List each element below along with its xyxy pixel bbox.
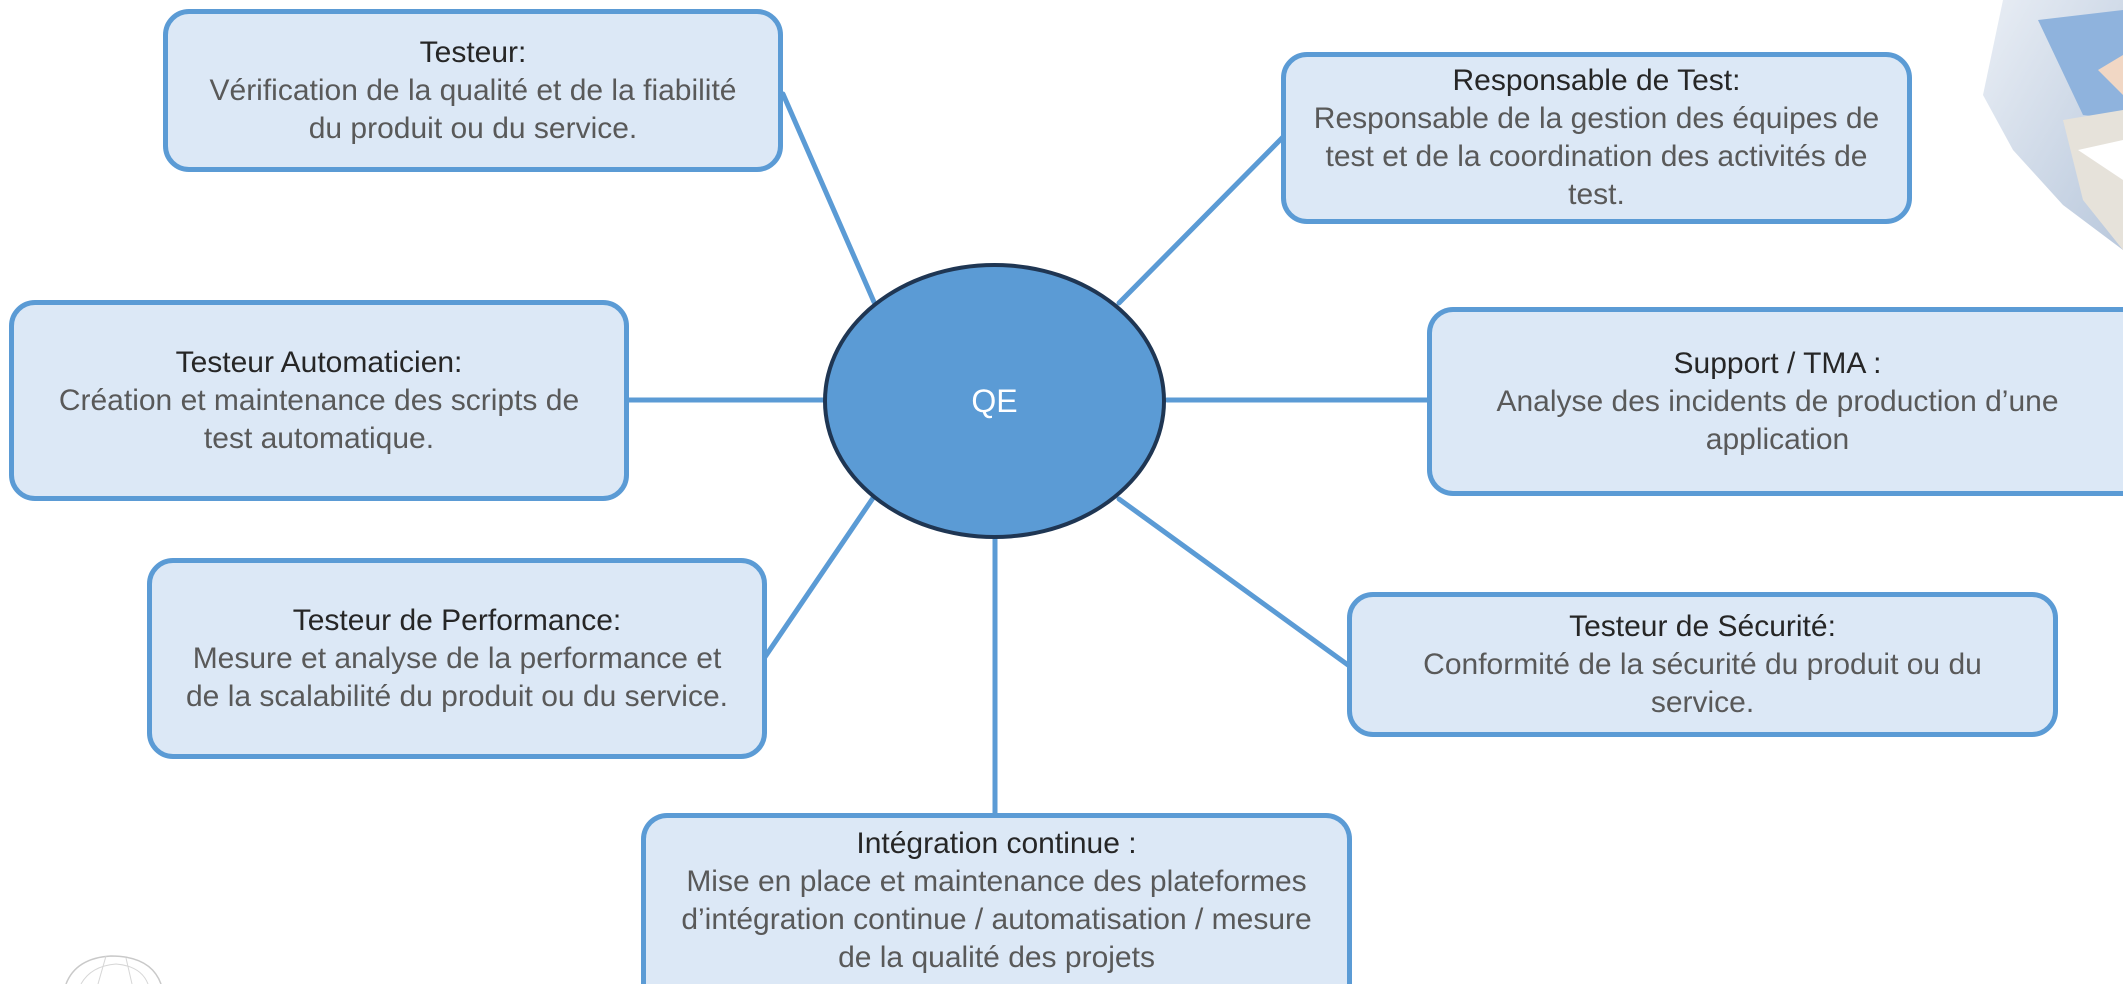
- node-testeur-securite: Testeur de Sécurité: Conformité de la sé…: [1347, 592, 2058, 737]
- node-testeur-performance-title: Testeur de Performance:: [292, 603, 622, 637]
- node-support-tma-description: Analyse des incidents de production d’un…: [1496, 384, 2059, 456]
- node-testeur-automaticien: Testeur Automaticien: Création et mainte…: [9, 300, 629, 501]
- node-testeur-securite-description: Conformité de la sécurité du produit ou …: [1423, 647, 1982, 719]
- corner-photo-image: [1983, 0, 2123, 250]
- corner-logo-decoration: [65, 955, 162, 984]
- node-testeur-automaticien-title: Testeur Automaticien:: [175, 345, 463, 379]
- node-testeur-securite-title: Testeur de Sécurité:: [1569, 609, 1836, 643]
- node-testeur-performance-description: Mesure et analyse de la performance et d…: [186, 641, 728, 713]
- hub-label: QE: [971, 382, 1018, 419]
- corner-photo-decoration: [1863, 0, 2123, 250]
- hub-qe: QE: [823, 263, 1166, 539]
- node-support-tma-title: Support / TMA :: [1673, 346, 1882, 380]
- node-testeur-automaticien-description: Création et maintenance des scripts de t…: [58, 383, 580, 455]
- connector-testeur-securite: [1116, 496, 1351, 668]
- node-testeur-description: Vérification de la qualité et de la fiab…: [209, 73, 737, 145]
- node-integration-continue-description: Mise en place et maintenance des platefo…: [681, 865, 1312, 974]
- node-responsable-test: Responsable de Test: Responsable de la g…: [1281, 52, 1912, 224]
- node-support-tma: Support / TMA : Analyse des incidents de…: [1427, 307, 2123, 496]
- node-responsable-test-title: Responsable de Test:: [1452, 64, 1741, 97]
- node-testeur-performance: Testeur de Performance: Mesure et analys…: [147, 558, 767, 759]
- node-testeur-title: Testeur:: [419, 35, 527, 69]
- connector-responsable-test: [1116, 134, 1286, 306]
- node-testeur: Testeur: Vérification de la qualité et d…: [163, 9, 783, 172]
- node-responsable-test-description: Responsable de la gestion des équipes de…: [1313, 102, 1880, 211]
- node-integration-continue: Intégration continue : Mise en place et …: [641, 813, 1352, 984]
- connector-testeur: [780, 91, 877, 305]
- connector-testeur-performance: [762, 495, 876, 660]
- node-integration-continue-title: Intégration continue :: [856, 827, 1137, 860]
